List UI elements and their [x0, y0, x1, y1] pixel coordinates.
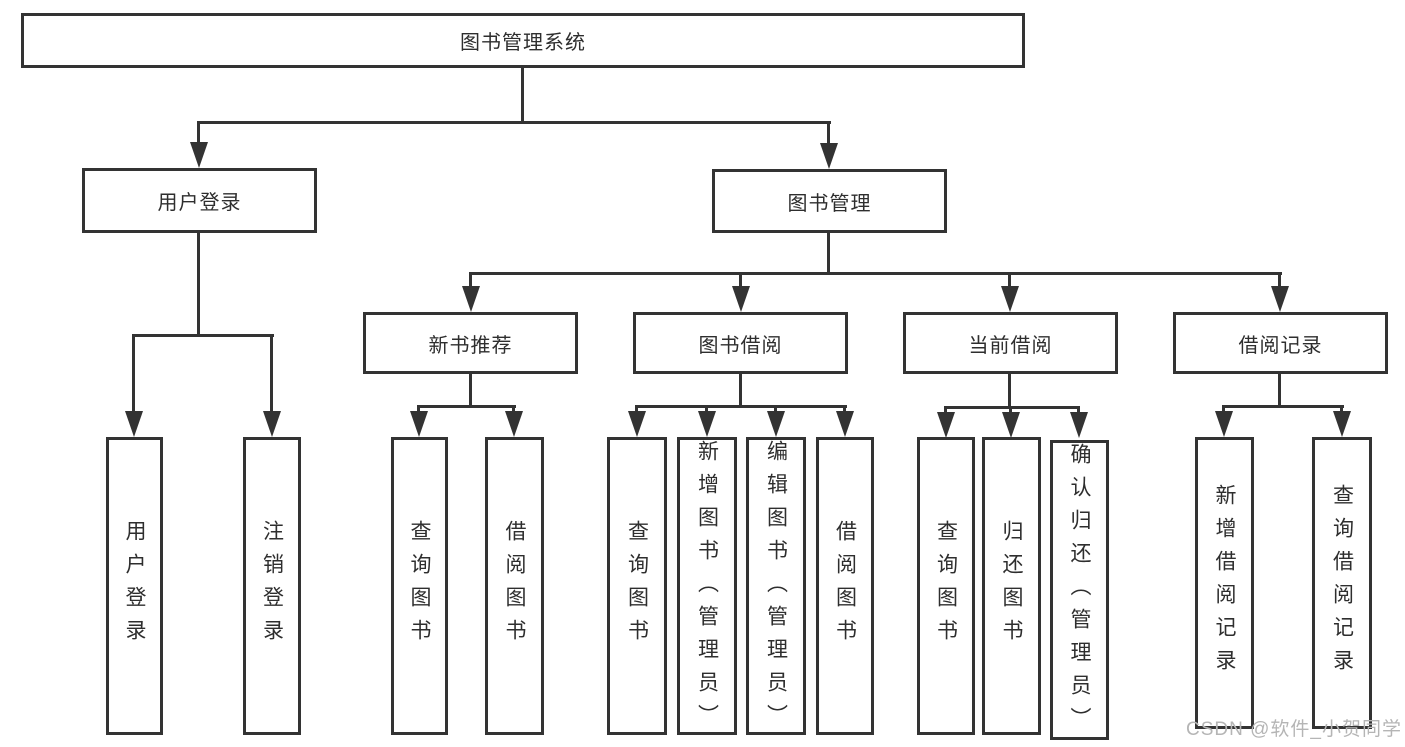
connector-line: [469, 374, 472, 408]
connector-line: [197, 233, 200, 337]
node-library-system: 图书管理系统: [21, 13, 1025, 68]
arrow-down-icon: [410, 411, 428, 437]
node-book-borrowing-label: 图书借阅: [698, 334, 783, 357]
arrow-down-icon: [820, 143, 838, 169]
leaf-bb-query-books-label: 查询图书: [625, 520, 649, 652]
connector-line: [739, 374, 742, 408]
node-user-login: 用户登录: [82, 168, 317, 233]
connector-line: [1222, 405, 1344, 408]
node-new-book-recommend: 新书推荐: [363, 312, 578, 374]
leaf-cb-confirm-return-admin-label: 确认归还（管理员）: [1068, 443, 1091, 740]
leaf-cb-query-books-label: 查询图书: [934, 520, 958, 652]
arrow-down-icon: [698, 411, 716, 437]
leaf-cb-return-books: 归还图书: [982, 437, 1041, 735]
leaf-cb-query-books: 查询图书: [917, 437, 975, 735]
arrow-down-icon: [937, 412, 955, 438]
connector-line: [739, 272, 742, 288]
connector-line: [635, 405, 847, 408]
connector-line: [132, 334, 274, 337]
connector-line: [843, 405, 846, 413]
arrow-down-icon: [1070, 412, 1088, 438]
leaf-nb-query-books-label: 查询图书: [408, 520, 431, 652]
arrow-down-icon: [732, 286, 750, 312]
arrow-down-icon: [462, 286, 480, 312]
arrow-down-icon: [1333, 411, 1351, 437]
leaf-bb-query-books: 查询图书: [607, 437, 667, 735]
connector-line: [512, 405, 515, 413]
connector-line: [521, 66, 524, 124]
leaf-user-login: 用户登录: [106, 437, 163, 735]
leaf-br-query-record: 查询借阅记录: [1312, 437, 1372, 729]
connector-line: [774, 405, 777, 413]
arrow-down-icon: [125, 411, 143, 437]
connector-line: [270, 334, 273, 413]
connector-line: [1222, 405, 1225, 413]
leaf-logout: 注销登录: [243, 437, 301, 735]
connector-line: [132, 334, 135, 413]
connector-line: [944, 406, 1080, 409]
arrow-down-icon: [505, 411, 523, 437]
leaf-br-add-record: 新增借阅记录: [1195, 437, 1254, 729]
node-borrow-records-label: 借阅记录: [1238, 334, 1323, 357]
leaf-bb-borrow-books: 借阅图书: [816, 437, 874, 735]
leaf-cb-confirm-return-admin: 确认归还（管理员）: [1050, 440, 1109, 740]
node-user-login-label: 用户登录: [157, 192, 242, 214]
connector-line: [197, 121, 200, 144]
node-book-management-label: 图书管理: [787, 192, 872, 215]
leaf-bb-borrow-books-label: 借阅图书: [833, 520, 857, 652]
connector-line: [1278, 272, 1281, 288]
leaf-bb-edit-books-admin: 编辑图书（管理员）: [746, 437, 806, 737]
connector-line: [827, 233, 830, 275]
leaf-bb-edit-books-admin-label: 编辑图书（管理员）: [764, 440, 788, 737]
node-book-borrowing: 图书借阅: [633, 312, 848, 374]
arrow-down-icon: [1001, 286, 1019, 312]
connector-line: [1278, 374, 1281, 408]
csdn-watermark: CSDN @软件_小贺同学: [1186, 719, 1402, 740]
leaf-logout-label: 注销登录: [260, 520, 284, 652]
connector-line: [1008, 272, 1011, 288]
leaf-bb-add-books-admin-label: 新增图书（管理员）: [695, 440, 719, 737]
connector-line: [1077, 406, 1080, 414]
leaf-nb-borrow-books-label: 借阅图书: [503, 520, 526, 652]
leaf-bb-add-books-admin: 新增图书（管理员）: [677, 437, 737, 737]
connector-line: [1008, 374, 1011, 409]
node-book-management: 图书管理: [712, 169, 947, 233]
leaf-nb-query-books: 查询图书: [391, 437, 448, 735]
arrow-down-icon: [1271, 286, 1289, 312]
connector-line: [417, 405, 516, 408]
connector-line: [705, 405, 708, 413]
connector-line: [944, 406, 947, 414]
leaf-nb-borrow-books: 借阅图书: [485, 437, 544, 735]
node-borrow-records: 借阅记录: [1173, 312, 1388, 374]
arrow-down-icon: [628, 411, 646, 437]
arrow-down-icon: [1002, 412, 1020, 438]
connector-line: [635, 405, 638, 413]
connector-line: [469, 272, 1282, 275]
arrow-down-icon: [190, 142, 208, 168]
connector-line: [417, 405, 420, 413]
node-current-borrowing: 当前借阅: [903, 312, 1118, 374]
leaf-user-login-label: 用户登录: [123, 520, 146, 652]
connector-line: [197, 121, 831, 124]
arrow-down-icon: [263, 411, 281, 437]
leaf-br-query-record-label: 查询借阅记录: [1330, 484, 1354, 682]
node-current-borrowing-label: 当前借阅: [968, 334, 1053, 357]
node-library-system-label: 图书管理系统: [460, 32, 586, 54]
connector-line: [469, 272, 472, 288]
arrow-down-icon: [1215, 411, 1233, 437]
leaf-cb-return-books-label: 归还图书: [1000, 520, 1023, 652]
connector-line: [1009, 406, 1012, 414]
arrow-down-icon: [836, 411, 854, 437]
arrow-down-icon: [767, 411, 785, 437]
leaf-br-add-record-label: 新增借阅记录: [1213, 484, 1236, 682]
connector-line: [1340, 405, 1343, 413]
connector-line: [827, 121, 830, 145]
node-new-book-recommend-label: 新书推荐: [428, 334, 513, 357]
